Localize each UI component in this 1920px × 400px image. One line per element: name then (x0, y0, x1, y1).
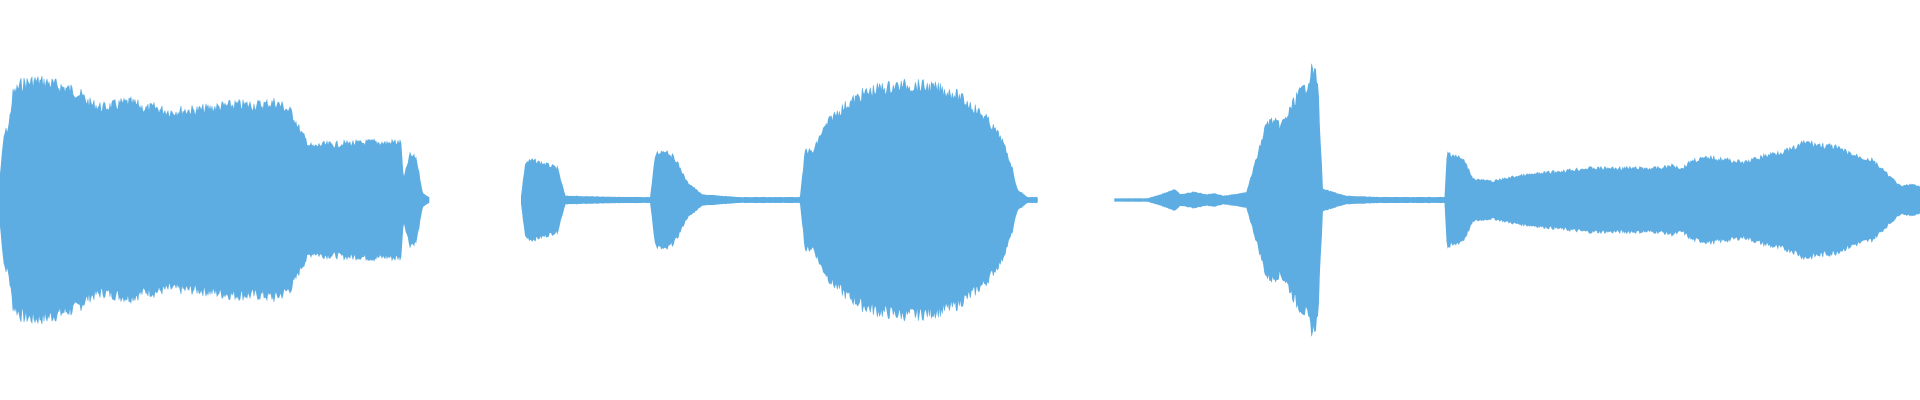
waveform-segments (0, 63, 1920, 337)
